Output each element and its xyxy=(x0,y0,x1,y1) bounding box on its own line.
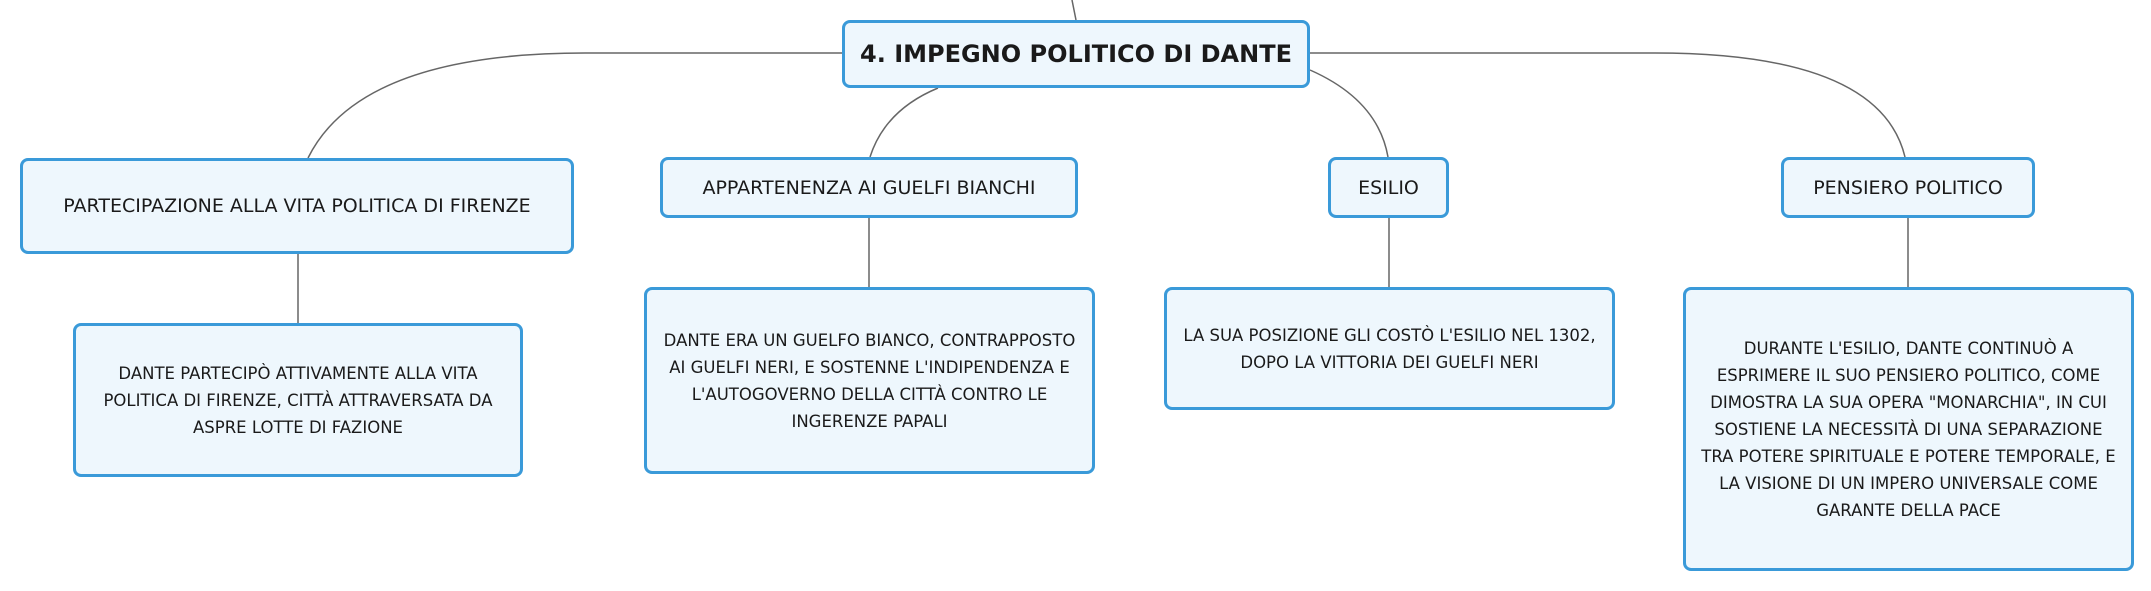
connector-root-topic-4 xyxy=(1310,52,1906,158)
topic-node-esilio[interactable]: ESILIO xyxy=(1328,157,1449,218)
detail-node-partecipazione[interactable]: DANTE PARTECIPÒ ATTIVAMENTE ALLA VITA PO… xyxy=(73,323,523,477)
connector-parent xyxy=(1071,0,1077,21)
detail-node-pensiero-politico[interactable]: DURANTE L'ESILIO, DANTE CONTINUÒ A ESPRI… xyxy=(1683,287,2134,571)
detail-node-guelfi-bianchi[interactable]: DANTE ERA UN GUELFO BIANCO, CONTRAPPOSTO… xyxy=(644,287,1095,474)
topic-node-guelfi-bianchi[interactable]: APPARTENENZA AI GUELFI BIANCHI xyxy=(660,157,1078,218)
connector-root-topic-2 xyxy=(869,87,939,158)
connector-root-topic-1 xyxy=(307,52,842,159)
connector-root-topic-3 xyxy=(1309,69,1389,158)
topic-node-pensiero-politico[interactable]: PENSIERO POLITICO xyxy=(1781,157,2035,218)
detail-node-esilio[interactable]: LA SUA POSIZIONE GLI COSTÒ L'ESILIO NEL … xyxy=(1164,287,1615,410)
topic-node-partecipazione[interactable]: PARTECIPAZIONE ALLA VITA POLITICA DI FIR… xyxy=(20,158,574,254)
root-node-title[interactable]: 4. IMPEGNO POLITICO DI DANTE xyxy=(842,20,1310,88)
